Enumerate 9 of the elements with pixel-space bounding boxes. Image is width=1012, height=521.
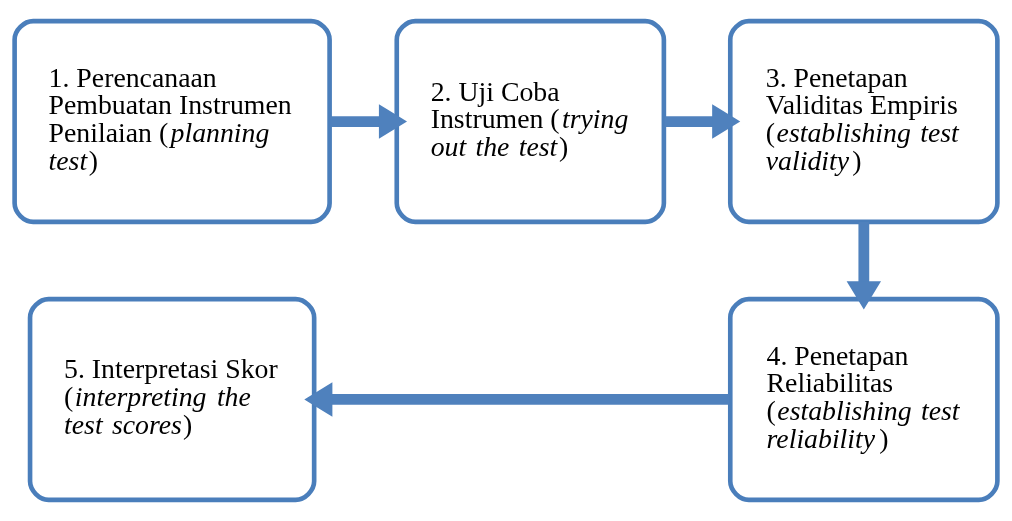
- node-box: 2. Uji Coba Instrumen (trying out the test): [394, 18, 667, 225]
- arrow: [330, 104, 407, 139]
- node-box: 3. Penetapan Validitas Empiris (establishing test validity): [727, 18, 1000, 225]
- node-box: 4. Penetapan Reliabilitas (establishing test reliability): [727, 296, 1000, 503]
- arrow: [846, 221, 882, 310]
- arrow: [304, 382, 730, 417]
- node-box: 5. Interpretasi Skor (interpreting the test scores): [27, 296, 317, 503]
- arrow: [664, 104, 741, 139]
- node-box: 1. Perencanaan Pembuatan Instrumen Penilaian (planning test): [12, 18, 332, 225]
